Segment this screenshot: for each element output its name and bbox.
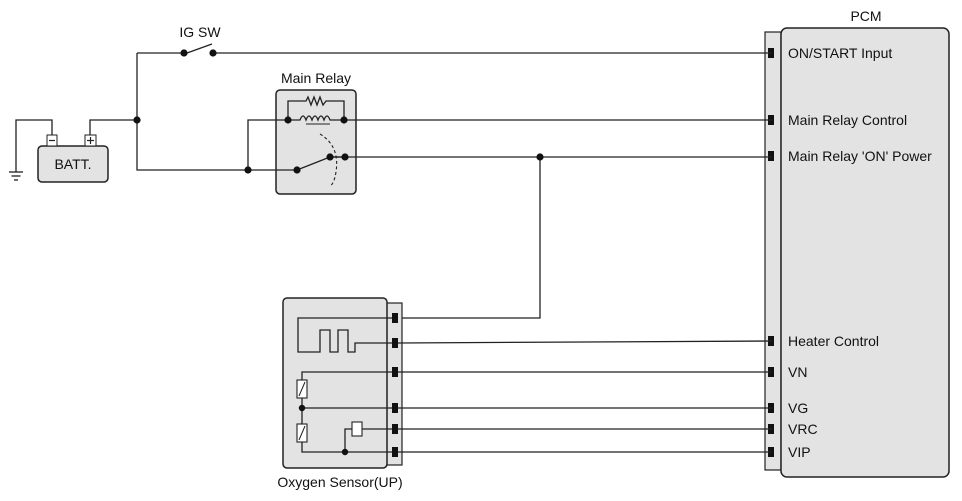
battery: BATT.: [37, 134, 109, 183]
pcm-pin-vn: VN: [788, 364, 807, 380]
main-relay-label: Main Relay: [281, 70, 351, 86]
battery-positive-wire: [89, 119, 137, 135]
relay-actuation-link: [319, 133, 338, 187]
pcm-pin-vip: VIP: [788, 444, 811, 460]
sensor-terminal-4: [392, 403, 398, 413]
pcm-body: [780, 27, 950, 478]
heater-control-wire: [397, 340, 773, 344]
relay-coil-feed-wire: [247, 119, 288, 170]
pcm-pin-main-relay-on-power: Main Relay 'ON' Power: [788, 148, 932, 164]
pcm-pin-main-relay-control: Main Relay Control: [788, 112, 907, 128]
junction-dots: [133, 49, 544, 456]
ig-switch-blade: [186, 43, 213, 54]
relay-resistor: [287, 95, 345, 120]
pcm-terminal-main-relay-on-power: [768, 151, 774, 161]
sensor-terminal-6: [392, 447, 398, 457]
sensor-heater-element: [297, 317, 394, 353]
battery-body: [37, 145, 109, 183]
sensor-label: Oxygen Sensor(UP): [277, 474, 402, 490]
sensor-terminal-2: [392, 338, 398, 348]
main-relay: Main Relay: [275, 70, 357, 195]
pcm-pin-vg: VG: [788, 400, 808, 416]
sensor-terminal-3: [392, 367, 398, 377]
pcm-pin-vrc: VRC: [788, 421, 818, 437]
pcm-pin-on-start: ON/START Input: [788, 45, 892, 61]
sensor-terminal-1: [392, 313, 398, 323]
battery-label: BATT.: [54, 156, 91, 172]
relay-contact-blade: [296, 156, 331, 171]
relay-coil: [288, 115, 344, 122]
ig-switch-label: IG SW: [179, 24, 221, 40]
ground-icon: [9, 171, 23, 181]
pcm-module: PCM: [764, 8, 950, 478]
pcm-pin-heater-control: Heater Control: [788, 333, 879, 349]
sensor-terminal-5: [392, 424, 398, 434]
heater-power-wire: [395, 157, 541, 319]
battery-trunk-wire: [136, 53, 248, 171]
ground-wire: [15, 119, 53, 172]
oxygen-sensor: Oxygen Sensor(UP): [277, 297, 403, 490]
pcm-label: PCM: [850, 8, 881, 24]
sensor-trim-resistor: [351, 421, 363, 437]
sensor-connector-strip: [385, 302, 403, 466]
